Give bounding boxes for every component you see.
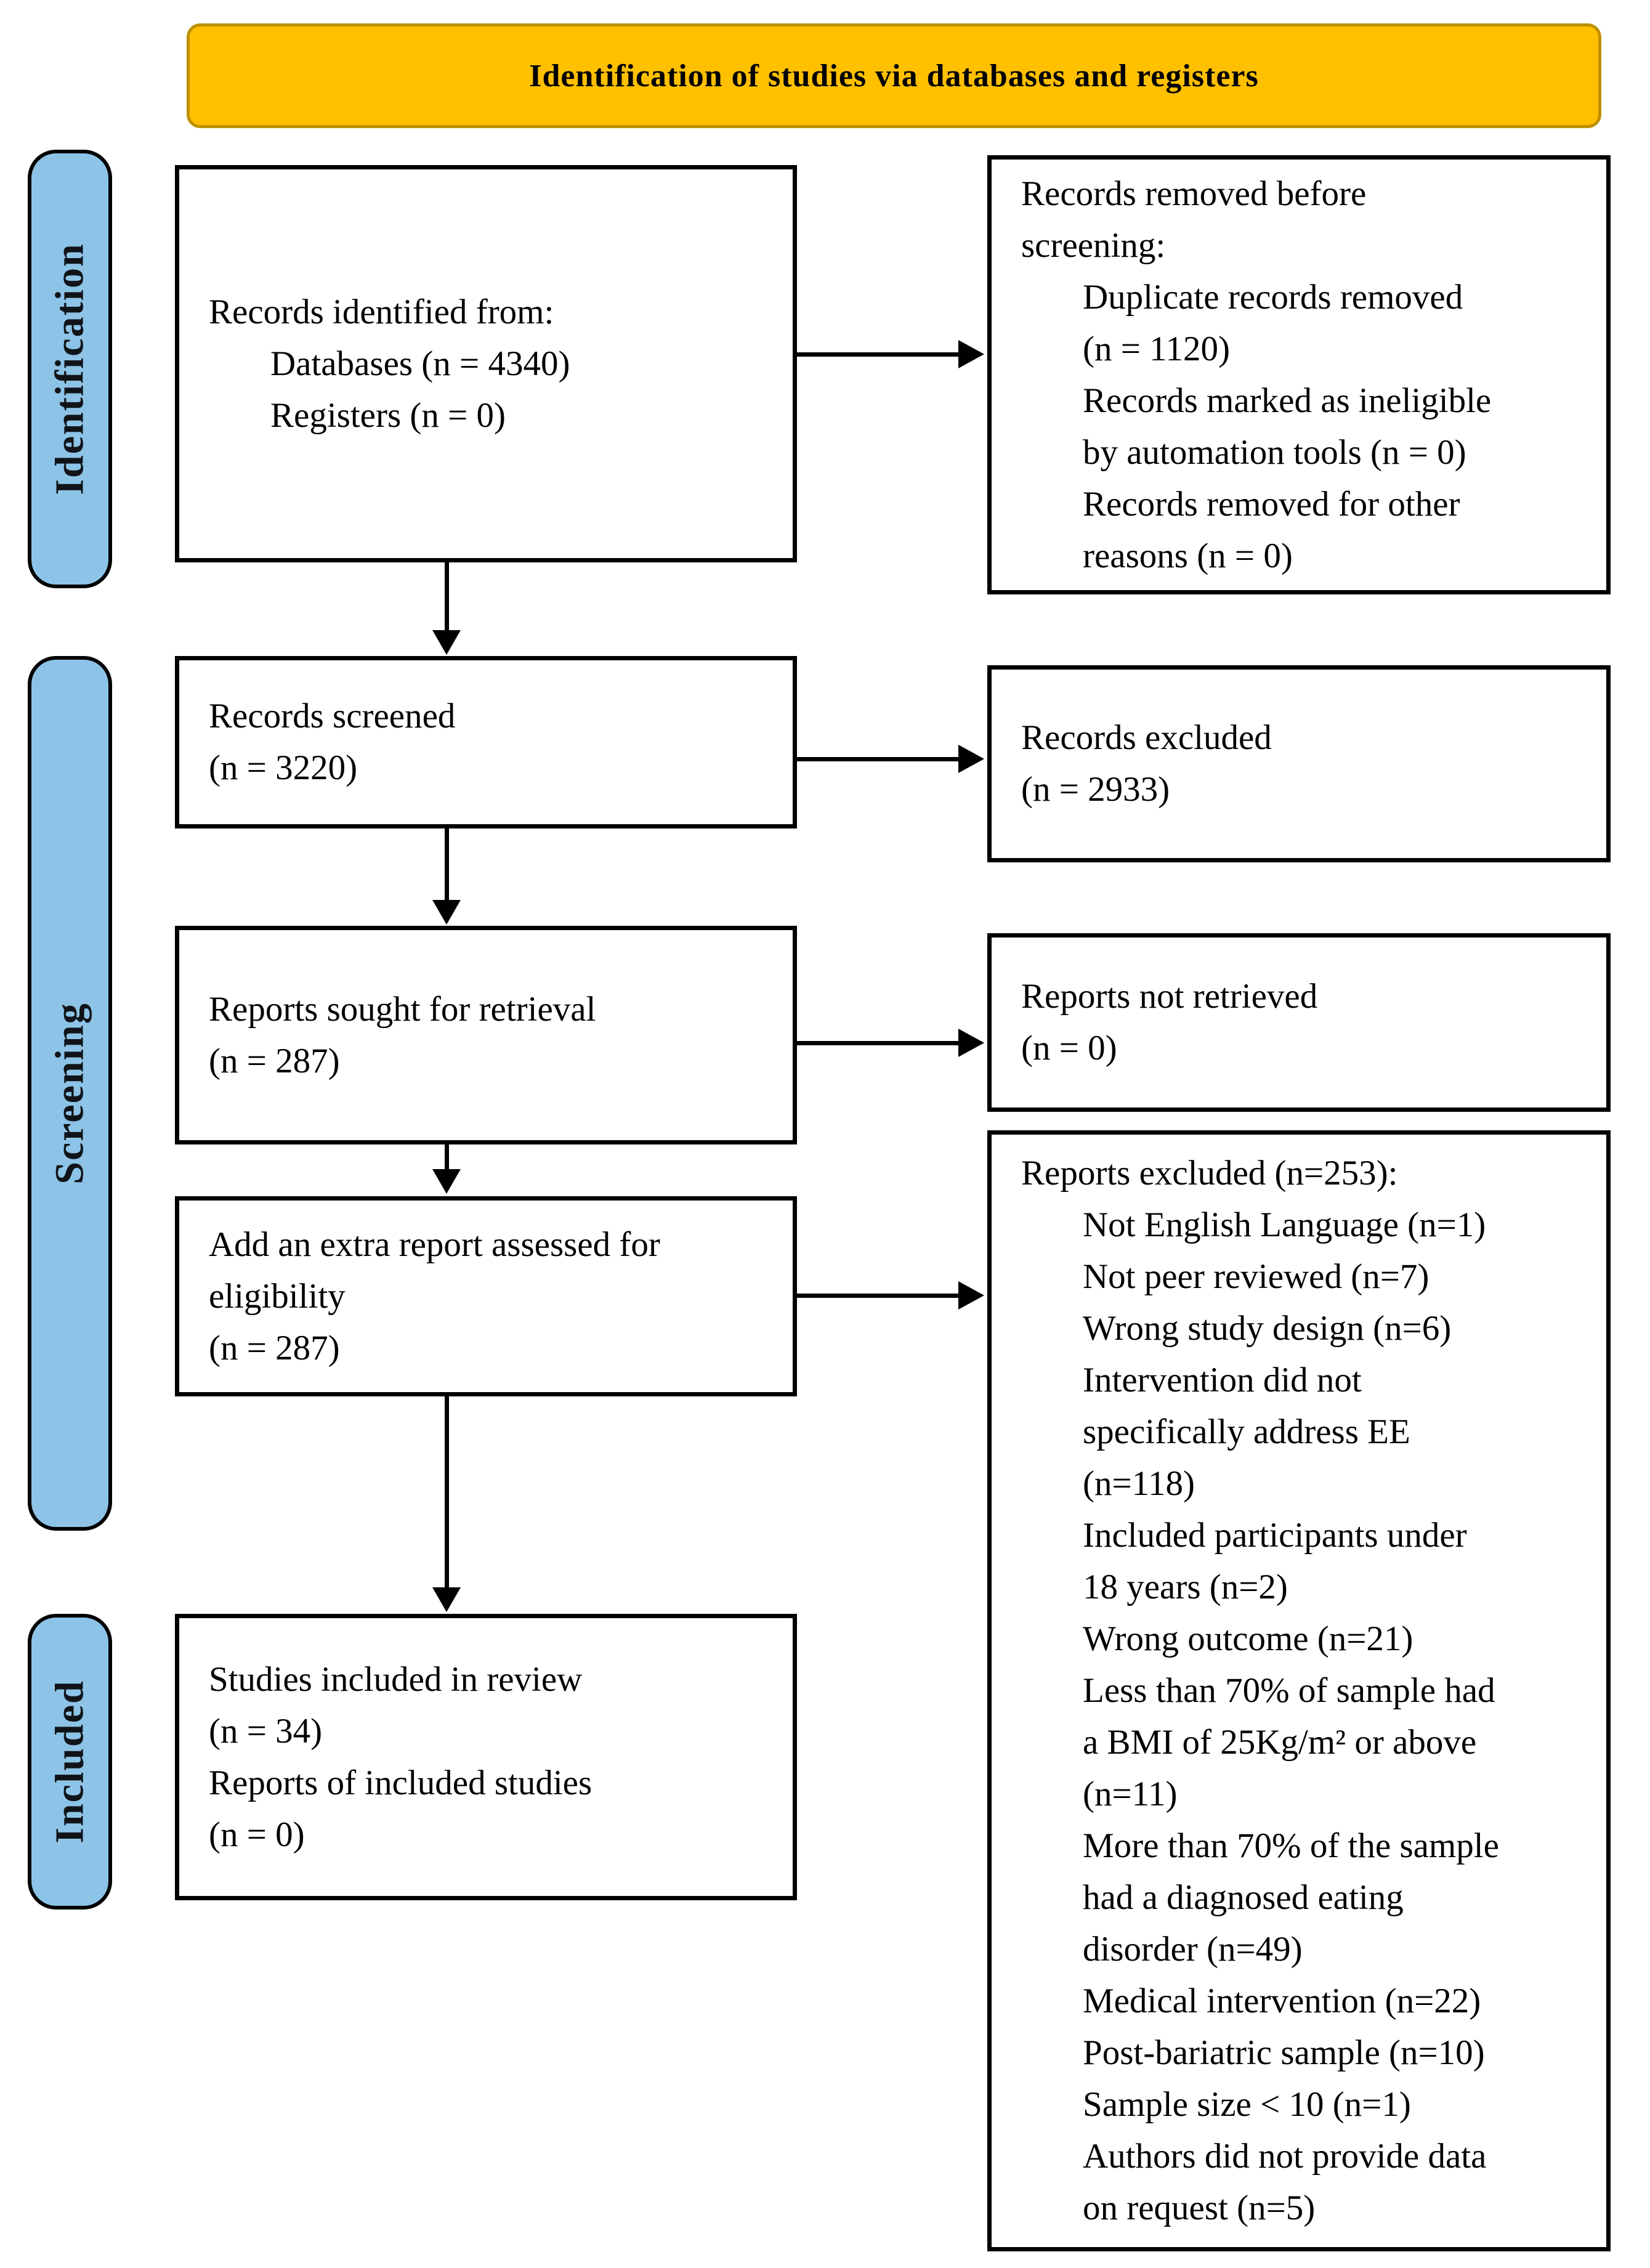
stage-label-identification: Identification xyxy=(47,243,92,495)
text-line: Post-bariatric sample (n=10) xyxy=(1083,2033,1485,2072)
arrowhead-right-icon xyxy=(958,1281,984,1310)
text-line: Included participants under xyxy=(1083,1516,1467,1555)
stage-label-screening: Screening xyxy=(47,1002,92,1185)
box-studies-included: Studies included in review (n = 34) Report… xyxy=(175,1614,797,1900)
text-line: Studies included in review xyxy=(209,1659,583,1699)
text-line: Medical intervention (n=22) xyxy=(1083,1982,1481,2020)
text-line: Reports excluded (n=253): xyxy=(1021,1154,1398,1193)
text-line: 18 years (n=2) xyxy=(1083,1568,1288,1606)
text-line: Records screened xyxy=(209,697,456,735)
arrowhead-right-icon xyxy=(958,1029,984,1057)
text-line: (n = 287) xyxy=(209,1041,340,1080)
stage-bar-included: Included xyxy=(28,1614,112,1910)
arrowhead-down-icon xyxy=(432,1587,461,1612)
stage-bar-screening: Screening xyxy=(28,656,112,1531)
box-records-screened: Records screened (n = 3220) xyxy=(175,656,797,828)
box-reports-sought: Reports sought for retrieval (n = 287) xyxy=(175,926,797,1144)
text-line: Not peer reviewed (n=7) xyxy=(1083,1257,1430,1296)
arrow-down-screened-to-sought xyxy=(445,828,449,901)
box-records-identified: Records identified from: Databases (n = 4… xyxy=(175,165,797,562)
text-line: (n = 0) xyxy=(209,1815,305,1854)
text-line: Records identified from: xyxy=(209,292,554,331)
text-line: More than 70% of the sample xyxy=(1083,1826,1499,1865)
box-records-excluded: Records excluded (n = 2933) xyxy=(987,665,1611,862)
text-line: Records removed for other xyxy=(1083,484,1460,524)
text-line: (n = 287) xyxy=(209,1328,340,1367)
text-line: Reports of included studies xyxy=(209,1763,592,1802)
arrow-right-assessed-to-excluded xyxy=(797,1294,958,1298)
text-line: (n = 2933) xyxy=(1021,770,1170,809)
text-line: Reports not retrieved xyxy=(1021,977,1318,1016)
text-line: Wrong outcome (n=21) xyxy=(1083,1619,1413,1658)
arrowhead-down-icon xyxy=(432,630,461,655)
text-line: eligibility xyxy=(209,1276,346,1316)
arrow-right-sought-to-not-retrieved xyxy=(797,1041,958,1045)
text-line: Records removed before xyxy=(1021,174,1367,213)
text-line: Less than 70% of sample had xyxy=(1083,1671,1495,1710)
text-line: Authors did not provide data xyxy=(1083,2137,1487,2176)
text-line: Add an extra report assessed for xyxy=(209,1225,660,1264)
text-line: (n = 1120) xyxy=(1083,329,1230,368)
stage-label-included: Included xyxy=(47,1680,92,1844)
text-line: on request (n=5) xyxy=(1083,2189,1316,2227)
header-title: Identification of studies via databases … xyxy=(529,58,1259,94)
text-line: Records excluded xyxy=(1021,718,1272,757)
text-line: (n = 34) xyxy=(209,1711,323,1751)
text-line: Records marked as ineligible xyxy=(1083,381,1492,420)
text-line: (n = 0) xyxy=(1021,1029,1117,1067)
box-reports-assessed: Add an extra report assessed for eligibil… xyxy=(175,1196,797,1396)
text-line: specifically address EE xyxy=(1083,1412,1410,1451)
text-line: a BMI of 25Kg/m² or above xyxy=(1083,1723,1477,1762)
text-line: had a diagnosed eating xyxy=(1083,1878,1404,1917)
text-line: Reports sought for retrieval xyxy=(209,989,596,1029)
text-line: Not English Language (n=1) xyxy=(1083,1205,1486,1244)
box-records-removed: Records removed before screening: Duplicat… xyxy=(987,155,1611,594)
arrowhead-down-icon xyxy=(432,900,461,925)
arrowhead-down-icon xyxy=(432,1169,461,1194)
arrowhead-right-icon xyxy=(958,340,984,368)
text-line: Intervention did not xyxy=(1083,1361,1362,1399)
arrowhead-right-icon xyxy=(958,745,984,773)
text-line: Duplicate records removed xyxy=(1083,277,1463,317)
header-banner: Identification of studies via databases … xyxy=(187,23,1601,128)
text-line: Sample size < 10 (n=1) xyxy=(1083,2085,1411,2124)
text-line: disorder (n=49) xyxy=(1083,1930,1303,1969)
text-line: Registers (n = 0) xyxy=(270,395,506,435)
text-line: screening: xyxy=(1021,225,1166,265)
stage-bar-identification: Identification xyxy=(28,150,112,588)
text-line: (n=118) xyxy=(1083,1464,1195,1503)
text-line: reasons (n = 0) xyxy=(1083,536,1293,575)
text-line: (n = 3220) xyxy=(209,748,358,787)
arrow-right-screened-to-excluded xyxy=(797,757,958,761)
arrow-down-identified-to-screened xyxy=(445,562,449,631)
arrow-right-identified-to-removed xyxy=(797,352,958,357)
text-line: by automation tools (n = 0) xyxy=(1083,432,1466,472)
arrow-down-assessed-to-included xyxy=(445,1396,449,1589)
box-reports-excluded: Reports excluded (n=253): Not English Lan… xyxy=(987,1130,1611,2251)
text-line: (n=11) xyxy=(1083,1775,1178,1813)
text-line: Databases (n = 4340) xyxy=(270,344,570,383)
box-reports-not-retrieved: Reports not retrieved (n = 0) xyxy=(987,933,1611,1112)
text-line: Wrong study design (n=6) xyxy=(1083,1309,1452,1348)
arrow-down-sought-to-assessed xyxy=(445,1144,449,1170)
